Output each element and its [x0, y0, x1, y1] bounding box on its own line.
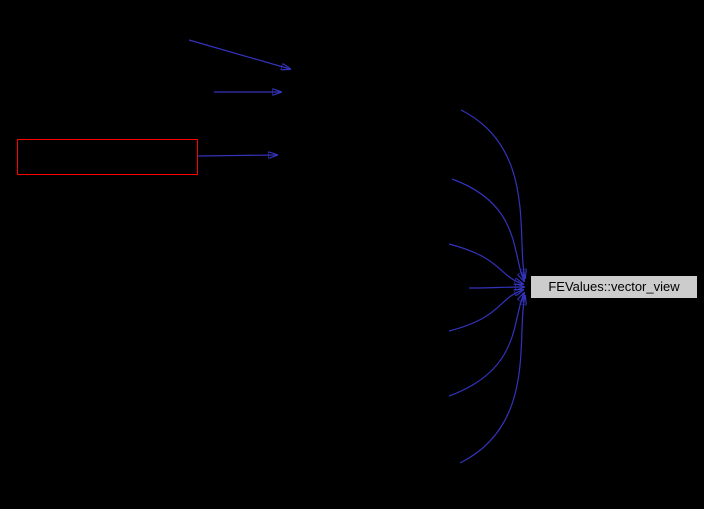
highlighted-node-box — [17, 139, 198, 175]
edge-curve-3 — [448, 243, 523, 284]
edge-curve-1 — [460, 109, 525, 278]
edge-curve-6 — [448, 293, 524, 397]
edge-line-1 — [188, 39, 290, 69]
edge-curve-7 — [459, 296, 525, 464]
node-label: FEValues::vector_view — [548, 279, 680, 294]
edge-line-3 — [197, 155, 277, 156]
node-fevalues-vector-view[interactable]: FEValues::vector_view — [531, 276, 697, 298]
edge-curve-2 — [451, 178, 524, 281]
edge-curve-4 — [468, 287, 524, 288]
edge-curve-5 — [448, 290, 523, 332]
